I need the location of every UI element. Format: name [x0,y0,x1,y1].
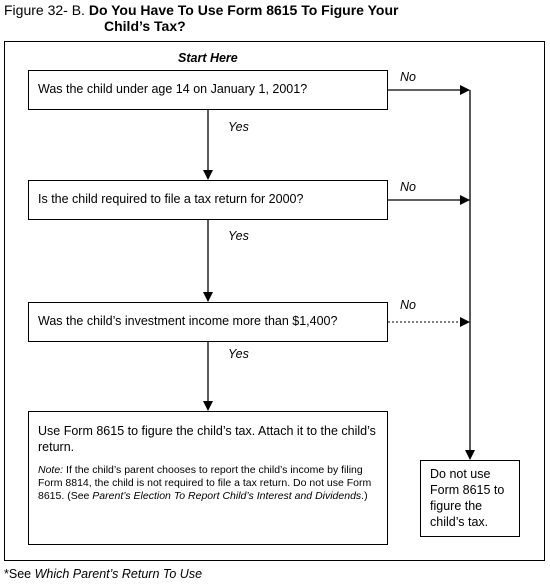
footer-reference: Which Parent’s Return To Use [34,567,203,581]
use-form-note: Note: If the child’s parent chooses to r… [38,464,377,503]
no-label-2: No [400,180,416,194]
start-label: Start Here [178,51,238,65]
do-not-use-text: Do not use Form 8615 to figure the child… [430,467,505,529]
yes-label-1: Yes [228,120,249,134]
figure-title-line2: Child’s Tax? [104,18,186,34]
question-3-box: Was the child’s investment income more t… [28,302,388,342]
footer-prefix: *See [4,567,35,581]
note-text: If the child’s parent chooses to report … [38,464,372,502]
flowchart-frame [4,41,545,561]
question-1-text: Was the child under age 14 on January 1,… [38,82,308,96]
figure-title-line1: Do You Have To Use Form 8615 To Figure Y… [88,2,399,18]
do-not-use-box: Do not use Form 8615 to figure the child… [420,460,520,537]
question-3-text: Was the child’s investment income more t… [38,314,338,328]
question-2-box: Is the child required to file a tax retu… [28,180,388,220]
no-label-3: No [400,298,416,312]
use-form-box: Use Form 8615 to figure the child’s tax.… [28,411,388,545]
figure-title: Figure 32- B. Do You Have To Use Form 86… [4,2,549,34]
no-label-1: No [400,70,416,84]
use-form-text: Use Form 8615 to figure the child’s tax.… [38,424,376,454]
yes-label-3: Yes [228,347,249,361]
note-reference: Parent’s Election To Report Child’s Inte… [92,490,362,502]
note-end: .) [361,490,368,502]
question-2-text: Is the child required to file a tax retu… [38,192,304,206]
question-1-box: Was the child under age 14 on January 1,… [28,70,388,110]
yes-label-2: Yes [228,229,249,243]
footer-note: *See Which Parent’s Return To Use [4,567,202,581]
figure-number: Figure 32- B. [4,2,85,18]
note-label: Note: [38,464,64,476]
